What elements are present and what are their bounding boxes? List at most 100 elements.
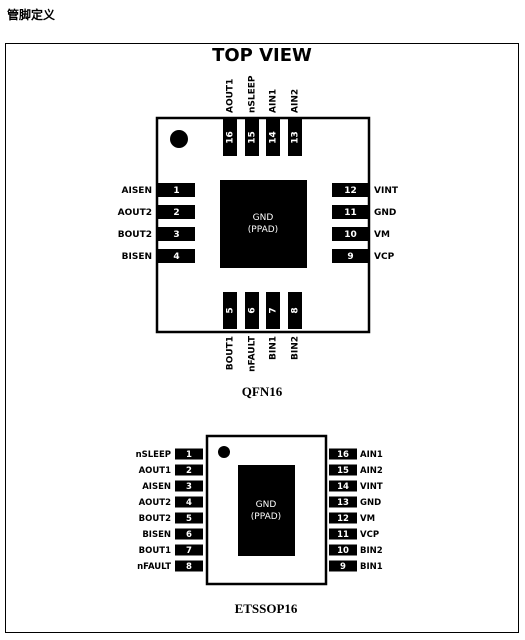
pin-label: AISEN — [122, 186, 152, 196]
pin-label: VINT — [374, 186, 399, 196]
pin-number: 7 — [186, 546, 192, 556]
etssop16-pad-sublabel: (PPAD) — [251, 512, 281, 522]
pin-label: AISEN — [142, 482, 171, 492]
pin-pad — [329, 544, 357, 556]
pin-label: BIN2 — [291, 336, 301, 360]
pin-number: 5 — [186, 514, 192, 524]
pin-number: 8 — [186, 562, 192, 572]
pin-label: GND — [374, 208, 396, 218]
pin-pad — [329, 512, 357, 524]
pin-pad — [288, 119, 302, 156]
pin-number: 16 — [337, 450, 349, 460]
pin-pad — [223, 119, 237, 156]
pin-pad — [332, 227, 369, 241]
pin-number: 7 — [269, 307, 279, 313]
pin1-marker-dot — [170, 130, 188, 148]
pin-label: GND — [360, 498, 381, 508]
pin1-marker-dot — [218, 446, 230, 458]
pin-number: 16 — [226, 131, 236, 144]
pin-pad — [175, 496, 203, 508]
pin-label: nFAULT — [137, 562, 171, 572]
pin-number: 11 — [344, 208, 357, 218]
pin-label: AOUT1 — [226, 79, 236, 113]
pin-label: BOUT2 — [139, 514, 171, 524]
pin-number: 12 — [344, 186, 357, 196]
etssop16-package-name: ETSSOP16 — [235, 601, 298, 616]
pin-number: 1 — [173, 186, 179, 196]
pin-label: VM — [374, 230, 390, 240]
pin-number: 12 — [337, 514, 349, 524]
pin-label: AOUT1 — [139, 466, 172, 476]
pin-label: BOUT2 — [118, 230, 152, 240]
pin-label: AIN2 — [291, 89, 301, 113]
pin-label: VM — [360, 514, 375, 524]
pin-label: BISEN — [122, 252, 152, 262]
pin-pad — [329, 480, 357, 492]
pin-number: 14 — [337, 482, 349, 492]
qfn16-pad-sublabel: (PPAD) — [248, 225, 278, 235]
qfn16-thermal-pad — [220, 180, 307, 268]
pin-pad — [332, 183, 369, 197]
pin-number: 15 — [248, 131, 258, 144]
pin-number: 4 — [186, 498, 192, 508]
etssop16-package: GND (PPAD) 1 nSLEEP 2 AOUT1 3 AISEN 4 AOUT2 5 BOU… — [136, 434, 383, 586]
pin-pad — [245, 292, 259, 329]
diagram-frame — [5, 43, 519, 633]
pin-number: 8 — [291, 307, 301, 313]
pin-pad — [175, 528, 203, 540]
pin-number: 10 — [337, 546, 349, 556]
pin-number: 3 — [186, 482, 192, 492]
pin-pad — [245, 119, 259, 156]
page-heading: 管脚定义 — [7, 8, 56, 22]
pin-label: BOUT1 — [226, 336, 236, 370]
pin-number: 13 — [337, 498, 349, 508]
pin-pad — [329, 528, 357, 540]
pin-number: 2 — [186, 466, 192, 476]
pin-pad — [288, 292, 302, 329]
pin-label: AOUT2 — [139, 498, 172, 508]
pin-number: 10 — [344, 230, 357, 240]
pin-pad — [158, 205, 195, 219]
pin-label: VCP — [374, 252, 395, 262]
top-view-title: TOP VIEW — [212, 45, 312, 66]
pin-pad — [175, 544, 203, 556]
pin-pad — [332, 249, 369, 263]
pin-pad — [332, 205, 369, 219]
pin-number: 11 — [337, 530, 349, 540]
pin-pad — [175, 480, 203, 492]
qfn16-package-name: QFN16 — [242, 384, 283, 399]
pin-pad — [329, 560, 357, 572]
pin-label: AOUT2 — [118, 208, 152, 218]
pin-label: nSLEEP — [136, 450, 171, 460]
pin-label: BIN2 — [360, 546, 383, 556]
pin-pad — [175, 512, 203, 524]
pin-pad — [175, 560, 203, 572]
pin-label: VINT — [360, 482, 383, 492]
pin-pad — [266, 292, 280, 329]
pin-number: 14 — [269, 131, 279, 144]
pin-pad — [158, 183, 195, 197]
pin-number: 13 — [291, 131, 301, 144]
pin-pad — [223, 292, 237, 329]
pin-label: nFAULT — [248, 335, 258, 372]
pin-pad — [329, 464, 357, 476]
pin-label: BIN1 — [360, 562, 383, 572]
pin-pad — [158, 227, 195, 241]
pin-number: 3 — [173, 230, 179, 240]
pin-number: 9 — [340, 562, 346, 572]
qfn16-pad-label: GND — [253, 213, 274, 223]
pin-pad — [175, 448, 203, 460]
pin-label: AIN2 — [360, 466, 383, 476]
pin-number: 6 — [248, 307, 258, 313]
pin-number: 15 — [337, 466, 349, 476]
pin-label: AIN1 — [360, 450, 383, 460]
etssop16-thermal-pad — [238, 465, 295, 556]
pin-number: 1 — [186, 450, 192, 460]
